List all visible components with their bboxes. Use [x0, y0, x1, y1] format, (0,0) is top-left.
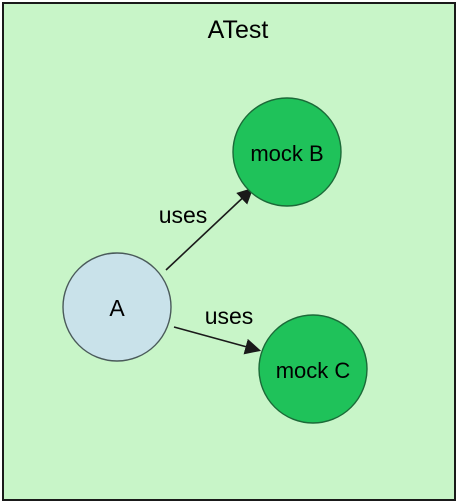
edge-label-uses-b: uses: [159, 202, 208, 228]
edge-a-to-mock-c: [173, 326, 262, 355]
node-a: [62, 252, 172, 362]
edge-label-uses-c: uses: [205, 303, 254, 329]
node-mock-c: [258, 314, 368, 424]
node-mock-b: [232, 97, 342, 207]
node-mock-b-label: mock B: [250, 141, 323, 166]
edge-a-to-mock-b: [165, 187, 254, 271]
node-mock-c-label: mock C: [276, 358, 351, 383]
node-a-label: A: [109, 295, 125, 321]
diagram-title: ATest: [208, 16, 269, 44]
